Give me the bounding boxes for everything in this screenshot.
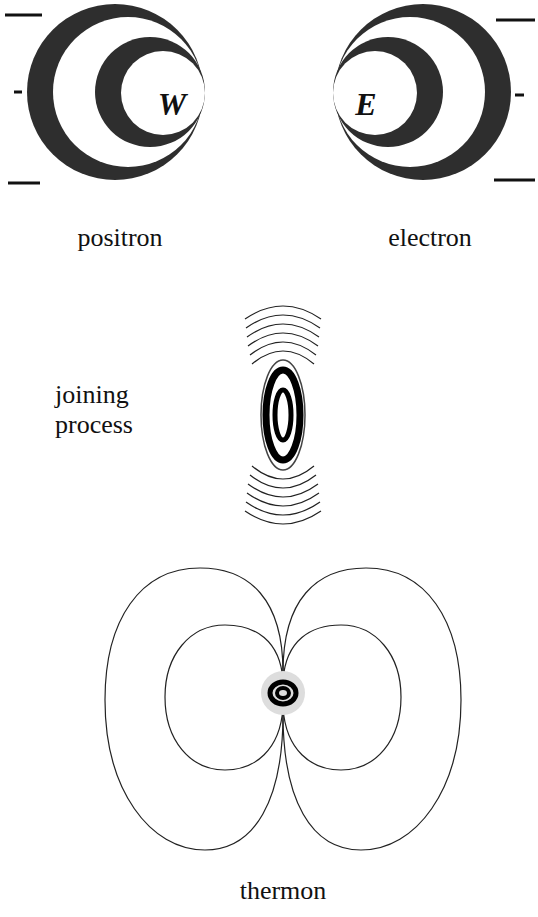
crescent-part: [95, 37, 205, 147]
particle-caption: thermon: [203, 876, 363, 906]
particle-letter: W: [158, 86, 186, 123]
thermon-core: [261, 671, 305, 715]
crescent-part: [121, 51, 205, 135]
crescent-part: [333, 51, 417, 135]
particle-caption: positron: [77, 223, 162, 253]
particle-caption: electron: [388, 223, 472, 253]
thermon-field-lines: [105, 568, 461, 850]
joining-field-arcs: [245, 306, 321, 524]
crescent-shape: [318, 0, 518, 260]
joining-rings: [261, 360, 305, 470]
particle-node: Eelectron: [318, 0, 518, 260]
crescent-part: [333, 37, 443, 147]
process-label: joining process: [55, 380, 180, 440]
crescent-shape: [20, 0, 220, 260]
particle-node: Wpositron: [20, 0, 220, 260]
particle-letter: E: [355, 86, 376, 123]
